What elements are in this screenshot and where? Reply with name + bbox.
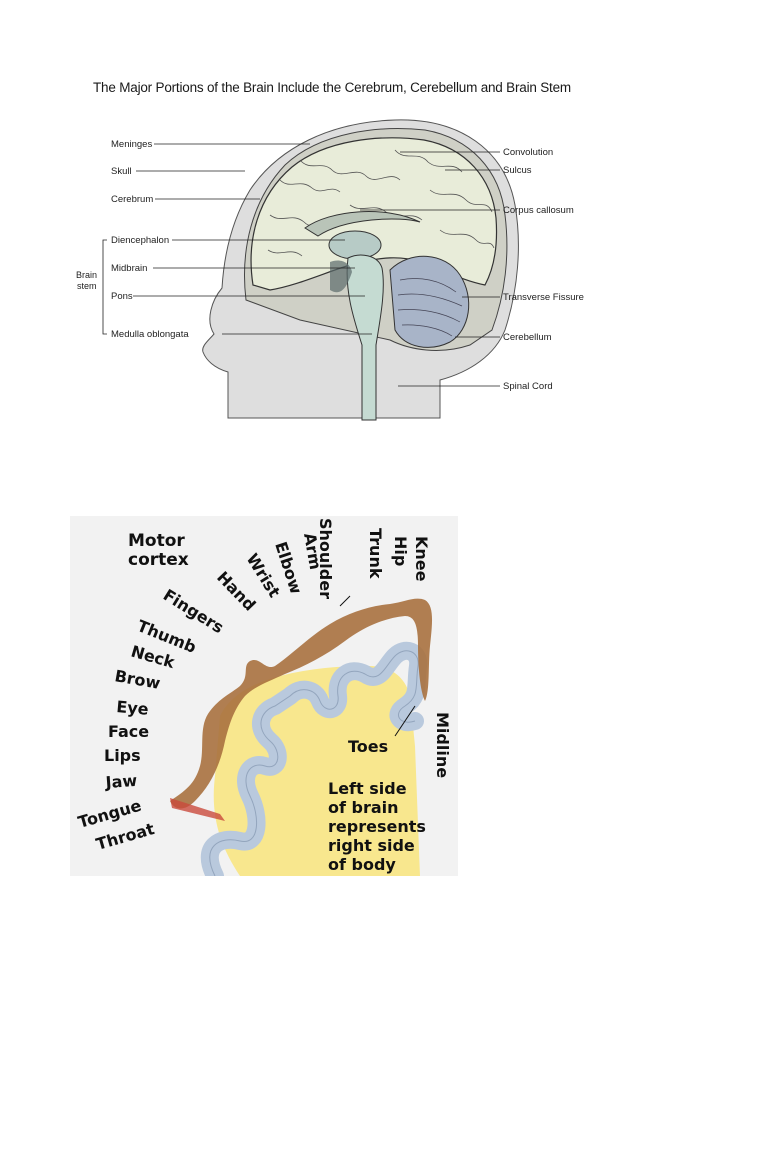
label-shoulder: Shoulder (316, 518, 335, 599)
label-convolution: Convolution (503, 147, 553, 158)
label-pons: Pons (111, 291, 133, 302)
label-sulcus: Sulcus (503, 165, 532, 176)
label-jaw: Jaw (104, 771, 138, 792)
label-face: Face (108, 722, 149, 741)
label-skull: Skull (111, 166, 132, 177)
label-transverse-fissure: Transverse Fissure (503, 292, 584, 303)
tongue-shape (170, 798, 225, 821)
brain-sagittal-diagram: Meninges Skull Cerebrum Diencephalon Mid… (76, 119, 584, 421)
label-lips: Lips (104, 746, 141, 765)
ventricle (330, 260, 352, 293)
gyrus-outline (209, 650, 419, 876)
note-line-3: represents (328, 817, 426, 836)
diencephalon-shape (328, 230, 382, 260)
label-eye: Eye (116, 697, 150, 719)
label-trunk: Trunk (366, 528, 385, 579)
label-cortex: cortex (128, 550, 189, 570)
label-cerebrum: Cerebrum (111, 194, 153, 205)
label-meninges: Meninges (111, 139, 152, 150)
label-knee: Knee (412, 536, 431, 582)
motor-cortex-diagram: Motor cortex Knee Hip Trunk Shoulder Arm… (70, 516, 458, 876)
label-motor: Motor (128, 531, 185, 551)
label-midbrain: Midbrain (111, 263, 147, 274)
label-medulla: Medulla oblongata (111, 329, 189, 340)
corpus-callosum (304, 211, 421, 237)
note-line-1: Left side (328, 779, 407, 798)
cerebellum-folia (397, 278, 463, 337)
label-hip: Hip (391, 536, 410, 566)
toes-leader (394, 705, 416, 737)
label-brain-stem-2: stem (77, 281, 97, 291)
shoulder-leader (339, 595, 351, 607)
label-toes: Toes (348, 737, 388, 756)
note-line-4: right side (328, 836, 415, 855)
label-diencephalon: Diencephalon (111, 235, 169, 246)
label-brain-stem-1: Brain (76, 270, 97, 280)
note-line-2: of brain (328, 798, 399, 817)
label-spinal-cord: Spinal Cord (503, 381, 553, 392)
label-corpus-callosum: Corpus callosum (503, 205, 574, 216)
figure1-title: The Major Portions of the Brain Include … (93, 80, 571, 95)
note-line-5: of body (328, 855, 396, 874)
homunculus-shape (170, 598, 433, 809)
label-cerebellum: Cerebellum (503, 332, 552, 343)
label-midline: Midline (433, 712, 452, 778)
